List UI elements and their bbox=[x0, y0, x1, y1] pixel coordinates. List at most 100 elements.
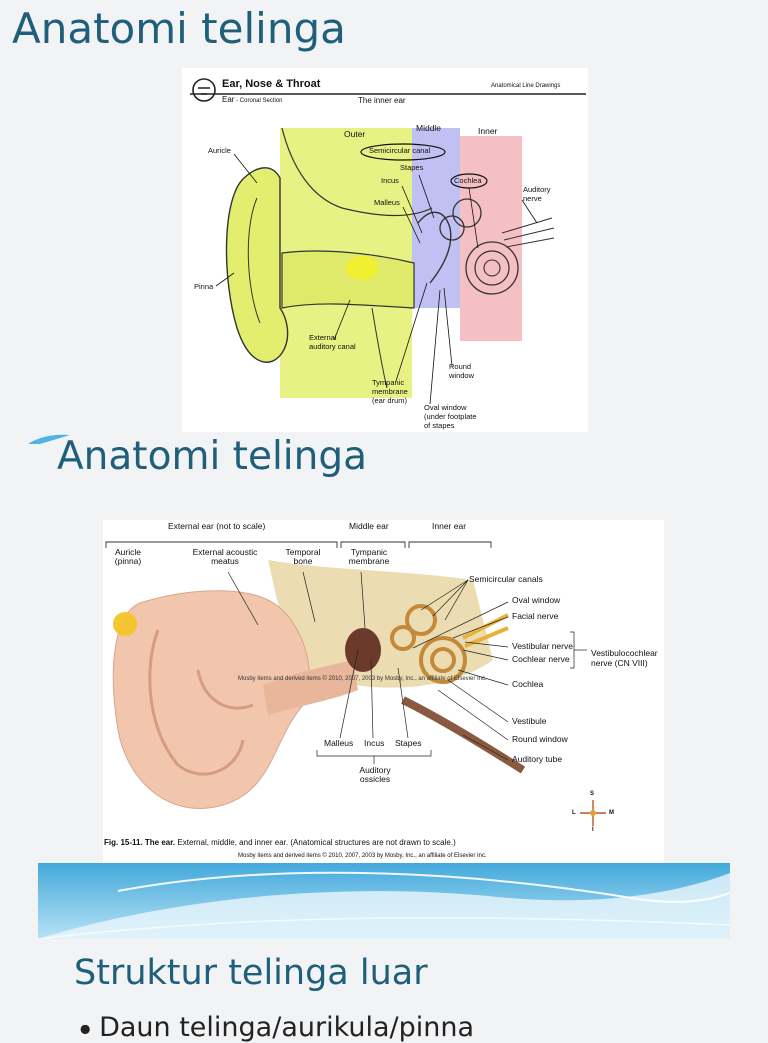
ossicles-shape bbox=[345, 628, 381, 672]
label-vestibulocochlear-2: nerve (CN VIII) bbox=[591, 658, 648, 668]
label-incus: Incus bbox=[381, 176, 399, 185]
slide3-title: Struktur telinga luar bbox=[74, 953, 428, 993]
auricle-line-1: Auricle bbox=[115, 547, 141, 557]
ent-header-icon bbox=[192, 78, 216, 102]
label-vestibular-nerve: Vestibular nerve bbox=[512, 641, 573, 651]
middle-region bbox=[412, 128, 460, 308]
label-auditory-nerve-2: nerve bbox=[523, 194, 542, 203]
label-round-window-1: Round bbox=[449, 362, 472, 371]
slide3-bullet: ● Daun telinga/aurikula/pinna bbox=[80, 1012, 474, 1043]
slide3-header-banner bbox=[38, 863, 730, 939]
cursor-highlight bbox=[113, 612, 137, 636]
compass-i: I bbox=[592, 827, 594, 833]
auditory-nerve-lines bbox=[501, 217, 555, 248]
compass-l: L bbox=[572, 810, 576, 816]
caption-rest: External, middle, and inner ear. (Anatom… bbox=[175, 838, 456, 847]
banner-wave-1 bbox=[38, 873, 730, 939]
leader-lines-2 bbox=[227, 571, 587, 764]
label-incus: Incus bbox=[364, 738, 385, 748]
ossicles-line-1: Auditory bbox=[359, 765, 391, 775]
compass-center bbox=[590, 810, 596, 816]
label-malleus: Malleus bbox=[374, 198, 400, 207]
pinna-fold bbox=[247, 197, 261, 324]
label-oval-window-1: Oval window bbox=[424, 403, 467, 412]
label-cochlea: Cochlea bbox=[454, 176, 482, 185]
label-oval-window-3: of stapes bbox=[424, 421, 455, 430]
temporal-bone-shape bbox=[268, 560, 493, 688]
acoustic-meatus-shape bbox=[263, 660, 358, 715]
label-facial-nerve: Facial nerve bbox=[512, 611, 559, 621]
ent-header-icon-glyph bbox=[198, 87, 210, 95]
external-meatus-line-2: meatus bbox=[211, 556, 239, 567]
ear-canal-shape bbox=[281, 250, 415, 309]
label-malleus: Malleus bbox=[324, 738, 354, 748]
bullet-text: Daun telinga/aurikula/pinna bbox=[99, 1012, 475, 1043]
label-auricle: Auricle(pinna) bbox=[103, 547, 153, 566]
skull-contour bbox=[281, 127, 433, 217]
label-middle-ear: Middle ear bbox=[349, 521, 389, 531]
label-middle: Middle bbox=[416, 123, 442, 133]
ear-anatomy-drawing bbox=[105, 541, 606, 826]
label-inner-ear: Inner ear bbox=[432, 521, 467, 531]
label-tympanic-2: membrane bbox=[372, 387, 408, 396]
ear-coronal-drawing bbox=[190, 78, 586, 405]
label-round-window-2: window bbox=[449, 371, 475, 380]
figure-header-right: Anatomical Line Drawings bbox=[491, 83, 561, 89]
slide1-title: Anatomi telinga bbox=[12, 4, 346, 53]
ossicles-shape bbox=[417, 211, 452, 284]
concha-fold bbox=[196, 669, 254, 710]
helix-fold bbox=[148, 629, 245, 776]
label-external-canal-1: External bbox=[309, 333, 337, 342]
auditory-tube-shape bbox=[401, 696, 526, 774]
label-stapes: Stapes bbox=[395, 738, 422, 748]
pinna-shape bbox=[225, 167, 289, 363]
swoosh-shape bbox=[28, 434, 70, 444]
label-cochlear-nerve: Cochlear nerve bbox=[512, 654, 570, 664]
ossicles-line-2: ossicles bbox=[359, 774, 391, 785]
label-auricle: Auricle bbox=[208, 146, 231, 155]
semicircular-loop-2 bbox=[439, 215, 465, 241]
label-outer: Outer bbox=[344, 129, 366, 139]
figure-caption-2: Fig. 15-11. The ear. External, middle, a… bbox=[104, 838, 456, 848]
cochlea-spiral-mid bbox=[474, 250, 510, 286]
label-semicircular-canals: Semicircular canals bbox=[469, 574, 543, 584]
compass-s: S bbox=[590, 791, 595, 797]
label-pinna: Pinna bbox=[194, 282, 214, 291]
caption-bold: Fig. 15-11. The ear. bbox=[104, 838, 176, 847]
temporal-bone-line-2: bone bbox=[293, 556, 313, 567]
figure-copyright: Mosby items and derived items © 2010, 20… bbox=[238, 853, 487, 859]
label-vestibule: Vestibule bbox=[512, 716, 547, 726]
figure-header-subtitle: Ear - Coronal Section bbox=[222, 95, 283, 105]
cochlea-spiral-inner bbox=[483, 259, 501, 277]
tympanic-line-2: membrane bbox=[348, 556, 390, 567]
figure-watermark: Mosby items and derived items © 2010, 20… bbox=[238, 676, 487, 682]
figure-header-title: Ear, Nose & Throat bbox=[222, 78, 321, 90]
compass-m: M bbox=[609, 810, 614, 816]
label-stapes: Stapes bbox=[400, 163, 424, 172]
label-external-canal-2: auditory canal bbox=[309, 342, 356, 351]
ear-anatomy-figure: External ear (not to scale) Middle ear I… bbox=[103, 520, 664, 865]
canal-highlight bbox=[346, 256, 378, 280]
inner-region bbox=[460, 136, 522, 341]
subtitle-rest: - Coronal Section bbox=[234, 98, 283, 104]
label-cochlea: Cochlea bbox=[512, 679, 544, 689]
banner-wave-line bbox=[117, 871, 730, 903]
section-brackets bbox=[105, 541, 492, 548]
semicircular-loop-1 bbox=[452, 198, 482, 228]
label-auditory-tube: Auditory tube bbox=[512, 754, 563, 764]
slide2-title: Anatomi telinga bbox=[57, 434, 368, 479]
leader-lines bbox=[215, 153, 538, 405]
label-inner: Inner bbox=[478, 126, 498, 136]
label-oval-window-2: (under footplate bbox=[424, 412, 477, 421]
temporal-bone-line-1: Temporal bbox=[285, 547, 321, 557]
label-round-window: Round window bbox=[512, 734, 568, 744]
label-semicircular-canal: Semicircular canal bbox=[369, 146, 431, 155]
label-tympanic-3: (ear drum) bbox=[372, 396, 408, 405]
label-external-ear: External ear (not to scale) bbox=[168, 521, 266, 531]
bone-contour bbox=[371, 307, 388, 389]
slide2-top-swoosh bbox=[28, 434, 70, 444]
